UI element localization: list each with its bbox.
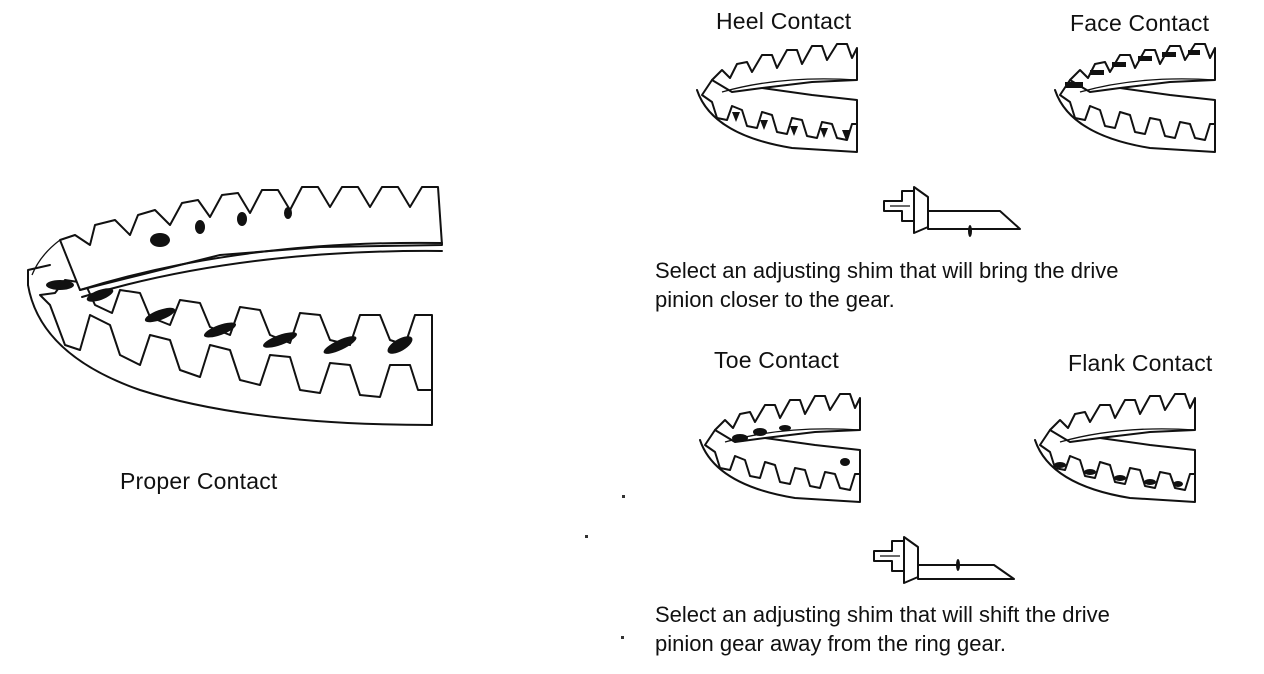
instruction-away-line2: pinion gear away from the ring gear. <box>655 631 1006 656</box>
proper-contact-label: Proper Contact <box>120 468 278 494</box>
ring-gear-face-contact-icon <box>1054 43 1216 153</box>
pinion-shim-away-icon <box>873 536 1015 584</box>
ring-gear-proper-contact-icon <box>27 186 443 426</box>
pinion-shim-closer-icon <box>883 186 1021 237</box>
scan-speck <box>622 495 625 498</box>
instruction-away: Select an adjusting shim that will shift… <box>655 600 1110 658</box>
instruction-closer-line2: pinion closer to the gear. <box>655 287 895 312</box>
scan-speck <box>585 535 588 538</box>
flank-contact-label: Flank Contact <box>1068 350 1213 376</box>
ring-gear-toe-contact-icon <box>699 393 861 503</box>
instruction-away-line1: Select an adjusting shim that will shift… <box>655 602 1110 627</box>
face-contact-label: Face Contact <box>1070 10 1210 36</box>
heel-contact-label: Heel Contact <box>716 8 852 34</box>
ring-gear-heel-contact-icon <box>696 43 858 153</box>
instruction-closer-line1: Select an adjusting shim that will bring… <box>655 258 1119 283</box>
instruction-closer: Select an adjusting shim that will bring… <box>655 256 1118 314</box>
scan-speck <box>621 636 624 639</box>
ring-gear-flank-contact-icon <box>1034 393 1196 503</box>
toe-contact-label: Toe Contact <box>714 347 839 373</box>
